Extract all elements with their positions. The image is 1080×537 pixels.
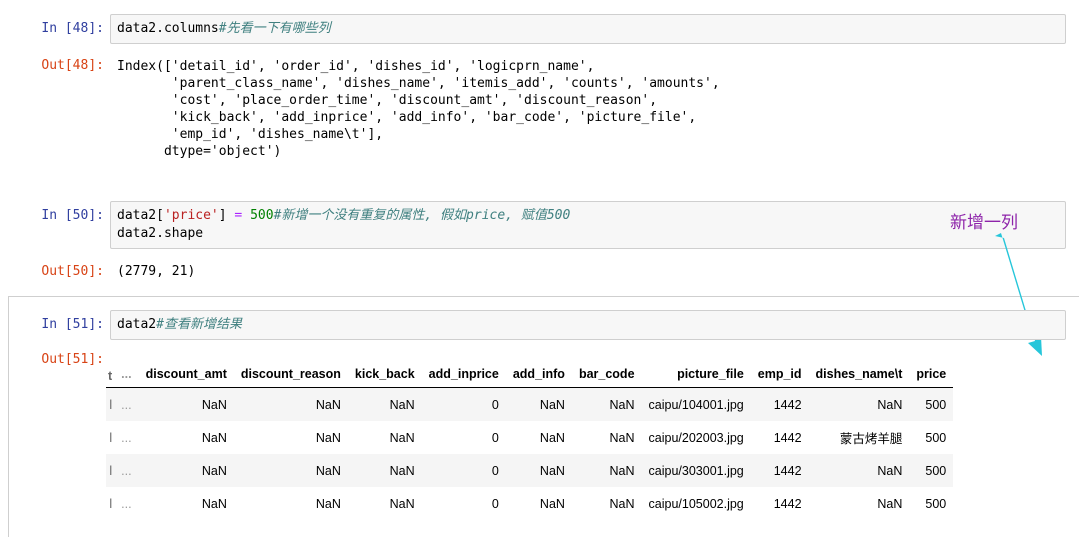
table-cell: NaN bbox=[571, 387, 642, 421]
table-cell: NaN bbox=[201, 430, 227, 445]
table-cell: l bbox=[109, 496, 113, 511]
code-text: ] bbox=[218, 208, 235, 223]
table-cell: NaN bbox=[808, 454, 910, 487]
table-cell: NaN bbox=[315, 496, 341, 511]
in-prompt-51: In [51]: bbox=[41, 317, 104, 332]
table-cell: 0 bbox=[421, 454, 506, 487]
column-header: dishes_name\t bbox=[808, 364, 910, 388]
annotation-label: 新增一列 bbox=[950, 213, 1018, 233]
table-cell: ... bbox=[114, 454, 139, 487]
table-cell: caipu/202003.jpg bbox=[648, 430, 744, 445]
selected-cell-frame bbox=[8, 296, 1079, 537]
table-cell: NaN bbox=[808, 387, 910, 421]
table-cell: l bbox=[106, 454, 115, 487]
column-header: emp_id bbox=[750, 364, 809, 388]
table-cell: NaN bbox=[233, 454, 348, 487]
table-cell: 0 bbox=[491, 430, 499, 445]
column-header: add_inprice bbox=[421, 364, 506, 388]
table-cell: caipu/105002.jpg bbox=[648, 496, 744, 511]
table-cell: NaN bbox=[389, 430, 415, 445]
table-cell: 1442 bbox=[773, 496, 802, 511]
column-header: add_info bbox=[505, 364, 572, 388]
table-cell: 500 bbox=[909, 454, 954, 487]
table-row: l ... NaN NaN NaN 0 NaN NaN caipu/104001… bbox=[106, 387, 954, 421]
table-cell: 蒙古烤羊腿 bbox=[839, 432, 903, 446]
table-cell: NaN bbox=[877, 496, 903, 511]
table-row: l ... NaN NaN NaN 0 NaN NaN caipu/105002… bbox=[106, 487, 953, 520]
table-cell: NaN bbox=[505, 454, 572, 487]
table-cell: ... bbox=[121, 430, 132, 445]
table-cell: l bbox=[109, 430, 113, 445]
code-comment: #先看一下有哪些列 bbox=[218, 21, 331, 36]
table-cell: NaN bbox=[347, 454, 422, 487]
in-prompt-48: In [48]: bbox=[41, 21, 104, 36]
table-cell: 500 bbox=[925, 430, 947, 445]
table-cell: 1442 bbox=[750, 387, 809, 421]
table-cell: caipu/104001.jpg bbox=[641, 387, 751, 421]
code-comment: #新增一个没有重复的属性, 假如price, 赋值500 bbox=[273, 208, 571, 223]
table-cell: NaN bbox=[138, 454, 234, 487]
table-cell: NaN bbox=[233, 387, 348, 421]
table-header-row: t ... discount_amt discount_reason kick_… bbox=[106, 364, 954, 388]
table-cell: NaN bbox=[138, 387, 234, 421]
column-header: t bbox=[106, 364, 115, 388]
table-cell: NaN bbox=[347, 387, 422, 421]
code-input-48[interactable]: data2.columns#先看一下有哪些列 bbox=[110, 14, 1066, 44]
table-row: l ... NaN NaN NaN 0 NaN NaN caipu/202003… bbox=[106, 421, 953, 454]
table-cell: NaN bbox=[571, 454, 642, 487]
table-cell: 500 bbox=[925, 496, 947, 511]
in-prompt-50: In [50]: bbox=[41, 208, 104, 223]
table-cell: NaN bbox=[609, 496, 635, 511]
code-input-50[interactable]: data2['price'] = 500#新增一个没有重复的属性, 假如pric… bbox=[110, 201, 1066, 249]
out-prompt-51: Out[51]: bbox=[41, 352, 104, 367]
code-string: 'price' bbox=[163, 208, 219, 223]
code-text: data2[ bbox=[117, 208, 164, 223]
column-header: discount_amt bbox=[138, 364, 234, 388]
code-operator: = bbox=[234, 208, 243, 223]
table-cell: NaN bbox=[201, 496, 227, 511]
table-cell: ... bbox=[114, 387, 139, 421]
column-header: discount_reason bbox=[233, 364, 348, 388]
table-cell: NaN bbox=[609, 430, 635, 445]
column-header: bar_code bbox=[571, 364, 642, 388]
column-header: ... bbox=[114, 364, 139, 388]
table-cell: 0 bbox=[421, 387, 506, 421]
code-comment: #查看新增结果 bbox=[156, 317, 242, 332]
table-cell: NaN bbox=[505, 387, 572, 421]
table-cell: NaN bbox=[315, 430, 341, 445]
table-cell: l bbox=[106, 387, 115, 421]
table-row: l ... NaN NaN NaN 0 NaN NaN caipu/303001… bbox=[106, 454, 954, 487]
output-48: Index(['detail_id', 'order_id', 'dishes_… bbox=[117, 59, 720, 159]
table-cell: NaN bbox=[539, 496, 565, 511]
dataframe-table: t ... discount_amt discount_reason kick_… bbox=[106, 364, 954, 520]
output-50: (2779, 21) bbox=[117, 264, 196, 279]
code-text: data2 bbox=[117, 317, 157, 332]
table-cell: 1442 bbox=[773, 430, 802, 445]
table-cell: ... bbox=[121, 496, 132, 511]
column-header: picture_file bbox=[641, 364, 751, 388]
code-input-51[interactable]: data2#查看新增结果 bbox=[110, 310, 1066, 340]
out-prompt-50: Out[50]: bbox=[41, 264, 104, 279]
table-cell: 0 bbox=[491, 496, 499, 511]
table-cell: 1442 bbox=[750, 454, 809, 487]
out-prompt-48: Out[48]: bbox=[41, 58, 104, 73]
code-number: 500 bbox=[242, 208, 274, 223]
column-header: kick_back bbox=[347, 364, 422, 388]
table-cell: caipu/303001.jpg bbox=[641, 454, 751, 487]
column-header: price bbox=[909, 364, 954, 388]
table-cell: 500 bbox=[909, 387, 954, 421]
table-cell: NaN bbox=[389, 496, 415, 511]
code-line-2: data2.shape bbox=[117, 226, 204, 241]
table-cell: NaN bbox=[539, 430, 565, 445]
code-text: data2.columns bbox=[117, 21, 219, 36]
